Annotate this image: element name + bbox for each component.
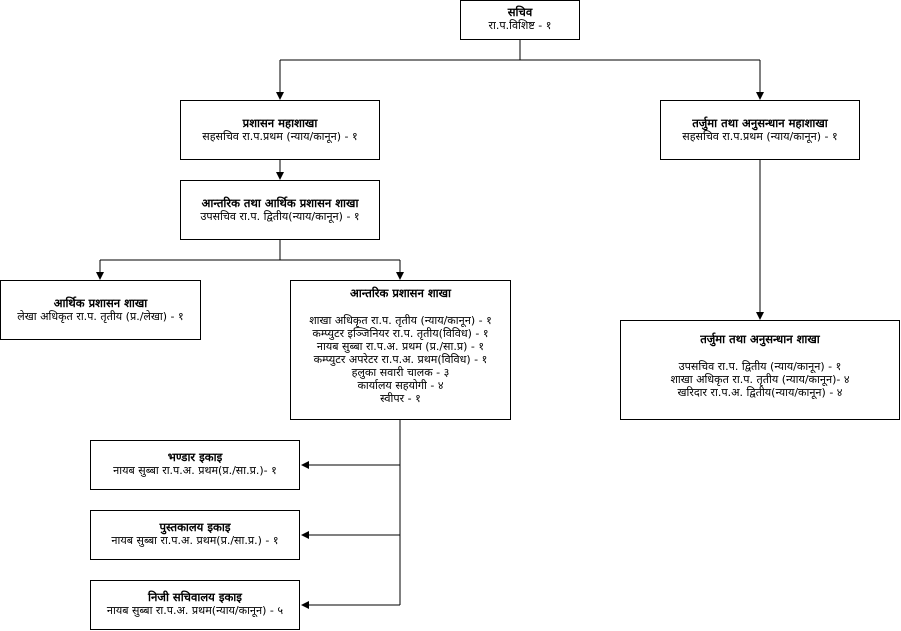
connector-secretary-split bbox=[280, 40, 760, 61]
node-line: हलुका सवारी चालक - ३ bbox=[351, 366, 450, 379]
node-line: स्वीपर - १ bbox=[380, 392, 421, 405]
node-internal-admin: आन्तरिक प्रशासन शाखा शाखा अधिकृत रा.प. त… bbox=[290, 280, 511, 420]
node-financial-admin: आर्थिक प्रशासन शाखा लेखा अधिकृत रा.प. तृ… bbox=[0, 280, 201, 340]
node-line: कार्यालय सहयोगी - ४ bbox=[357, 379, 444, 392]
node-title: पुस्तकालय इकाइ bbox=[159, 520, 231, 534]
node-private-secretariat: निजी सचिवालय इकाइ नायब सुब्बा रा.प.अ. प्… bbox=[90, 580, 300, 630]
connector-fin-admin-split bbox=[100, 240, 400, 261]
node-title: तर्जुमा तथा अनुसन्धान शाखा bbox=[700, 332, 820, 346]
node-admin-division: प्रशासन महाशाखा सहसचिव रा.प.प्रथम (न्याय… bbox=[180, 100, 380, 160]
node-title: सचिव bbox=[507, 5, 533, 19]
node-line: खरिदार रा.प.अ. द्वितीय(न्याय/कानून) - ४ bbox=[677, 386, 843, 399]
node-library-unit: पुस्तकालय इकाइ नायब सुब्बा रा.प.अ. प्रथम… bbox=[90, 510, 300, 560]
node-internal-fin-admin: आन्तरिक तथा आर्थिक प्रशासन शाखा उपसचिव र… bbox=[180, 180, 380, 240]
node-title: आन्तरिक तथा आर्थिक प्रशासन शाखा bbox=[201, 196, 359, 210]
node-translation-division: तर्जुमा तथा अनुसन्धान महाशाखा सहसचिव रा.… bbox=[660, 100, 860, 160]
node-line: नायब सुब्बा रा.प.अ. प्रथम (प्र./सा.प्र) … bbox=[316, 340, 485, 353]
node-line: शाखा अधिकृत रा.प. तृतीय (न्याय/कानून) - … bbox=[309, 314, 492, 327]
node-line: उपसचिव रा.प. द्वितीय(न्याय/कानून) - १ bbox=[200, 210, 360, 223]
node-line: नायब सुब्बा रा.प.अ. प्रथम(प्र./सा.प्र.) … bbox=[111, 534, 279, 547]
node-secretary: सचिव रा.प.विशिष्ट - १ bbox=[460, 0, 580, 40]
node-line: सहसचिव रा.प.प्रथम (न्याय/कानून) - १ bbox=[682, 130, 838, 143]
node-title: प्रशासन महाशाखा bbox=[242, 116, 318, 130]
node-title: आन्तरिक प्रशासन शाखा bbox=[349, 286, 452, 300]
node-line: कम्प्युटर इञ्जिनियर रा.प. तृतीय(विविध) -… bbox=[312, 327, 489, 340]
node-title: भण्डार इकाइ bbox=[167, 450, 223, 464]
node-line: रा.प.विशिष्ट - १ bbox=[488, 19, 552, 32]
node-translation-branch: तर्जुमा तथा अनुसन्धान शाखा उपसचिव रा.प. … bbox=[620, 320, 900, 420]
node-title: तर्जुमा तथा अनुसन्धान महाशाखा bbox=[692, 116, 828, 130]
node-line: नायब सुब्बा रा.प.अ. प्रथम(प्र./सा.प्र.)-… bbox=[113, 464, 277, 477]
node-line: सहसचिव रा.प.प्रथम (न्याय/कानून) - १ bbox=[202, 130, 358, 143]
node-line: उपसचिव रा.प. द्वितीय (न्याय/कानून) - १ bbox=[678, 360, 842, 373]
node-title: निजी सचिवालय इकाइ bbox=[148, 590, 242, 604]
node-title: आर्थिक प्रशासन शाखा bbox=[53, 296, 148, 310]
node-line: लेखा अधिकृत रा.प. तृतीय (प्र./लेखा) - १ bbox=[17, 310, 184, 323]
node-store-unit: भण्डार इकाइ नायब सुब्बा रा.प.अ. प्रथम(प्… bbox=[90, 440, 300, 490]
node-line: नायब सुब्बा रा.प.अ. प्रथम(न्याय/कानून) -… bbox=[106, 604, 284, 617]
node-line: शाखा अधिकृत रा.प. तृतीय (न्याय/कानून)- ४ bbox=[670, 373, 850, 386]
node-line: कम्प्युटर अपरेटर रा.प.अ. प्रथम(विविध) - … bbox=[313, 353, 488, 366]
